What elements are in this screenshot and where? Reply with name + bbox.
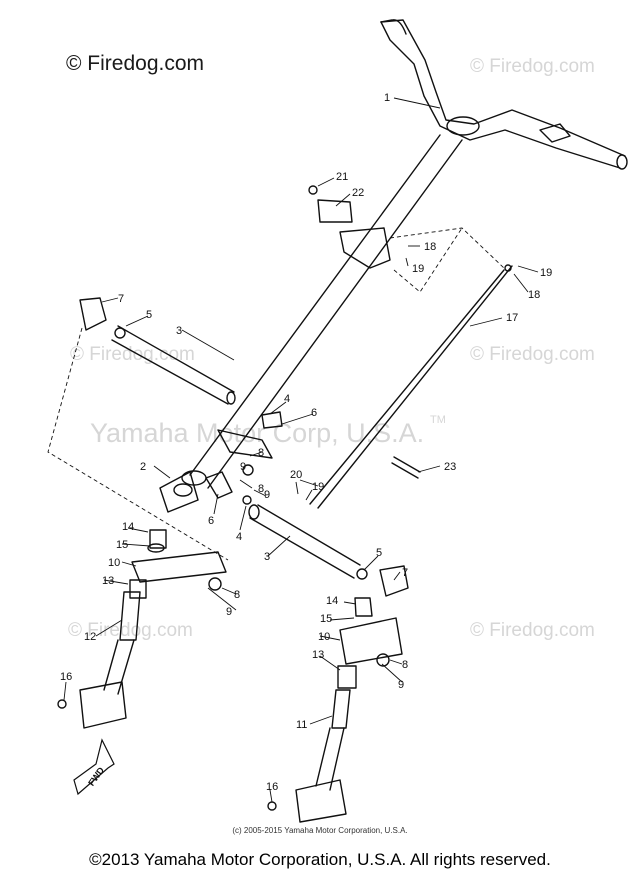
watermark-main: © Firedog.com (66, 52, 205, 75)
callout-label: 18 (528, 289, 540, 301)
callout-label: 8 (234, 589, 240, 601)
tie-rod-upper (79, 297, 236, 405)
callout-label: 16 (60, 671, 72, 683)
front-direction-arrow: FWD (73, 738, 115, 796)
callout-label: 9 (398, 679, 404, 691)
callout-label: 14 (122, 521, 134, 533)
tie-rod-lower (248, 504, 409, 597)
callout-label: 5 (376, 547, 382, 559)
callout-label: 15 (320, 613, 332, 625)
callout-label: 10 (108, 557, 120, 569)
callout-label: 4 (236, 531, 242, 543)
watermark-mid-left: © Firedog.com (70, 344, 195, 365)
callout-label: 7 (118, 293, 124, 305)
callout-label: 11 (296, 719, 307, 731)
callout-label: 13 (312, 649, 324, 661)
callout-label: 16 (266, 781, 278, 793)
callout-label: 8 (258, 483, 264, 495)
callout-label: 17 (506, 312, 518, 324)
handlebar-part (380, 19, 628, 170)
callout-label: 9 (226, 606, 232, 618)
callout-label: 15 (116, 539, 128, 551)
callout-label: 20 (290, 469, 302, 481)
left-steering-arm (131, 529, 227, 591)
callout-label: 21 (336, 171, 348, 183)
callout-label: 4 (284, 393, 290, 405)
callout-label: 18 (424, 241, 436, 253)
pin-part (393, 456, 421, 473)
callout-label: 14 (326, 595, 338, 607)
callout-label: 13 (102, 575, 114, 587)
callout-label: 3 (176, 325, 182, 337)
callout-label: 9 (264, 489, 270, 501)
watermark-lower-right: © Firedog.com (470, 620, 595, 641)
watermark-top-right: © Firedog.com (470, 56, 595, 77)
upper-bracket (308, 185, 391, 269)
copyright-notice: ©2013 Yamaha Motor Corporation, U.S.A. A… (89, 850, 551, 869)
lower-collar (159, 471, 199, 513)
callout-label: 19 (412, 263, 424, 275)
callout-labels: 1 2 3 3 4 4 5 5 6 6 7 7 8 8 8 8 9 9 9 9 … (60, 92, 552, 793)
callout-label: 5 (146, 309, 152, 321)
watermark-lower-left: © Firedog.com (68, 620, 193, 641)
callout-label: 2 (140, 461, 146, 473)
callout-label: 6 (208, 515, 214, 527)
callout-label: 9 (240, 461, 246, 473)
callout-label: 10 (318, 631, 330, 643)
copyright-small: (c) 2005-2015 Yamaha Motor Corporation, … (232, 826, 408, 835)
cable (309, 264, 513, 509)
callout-label: 12 (84, 631, 96, 643)
callout-label: 22 (352, 187, 364, 199)
callout-label: 8 (402, 659, 408, 671)
callout-label: 23 (444, 461, 456, 473)
callout-label: 19 (540, 267, 552, 279)
callout-label: 7 (402, 567, 408, 579)
left-spindle (79, 579, 147, 729)
right-steering-arm (339, 597, 403, 667)
right-spindle (295, 665, 357, 823)
callout-label: 8 (258, 447, 264, 459)
watermark-mid-right: © Firedog.com (470, 344, 595, 365)
callout-label: 19 (312, 481, 324, 493)
callout-label: 1 (384, 92, 390, 104)
callout-label: 3 (264, 551, 270, 563)
watermark-tm: TM (430, 414, 446, 426)
callout-label: 6 (311, 407, 317, 419)
steering-column (181, 134, 463, 489)
center-bracket (205, 411, 283, 505)
